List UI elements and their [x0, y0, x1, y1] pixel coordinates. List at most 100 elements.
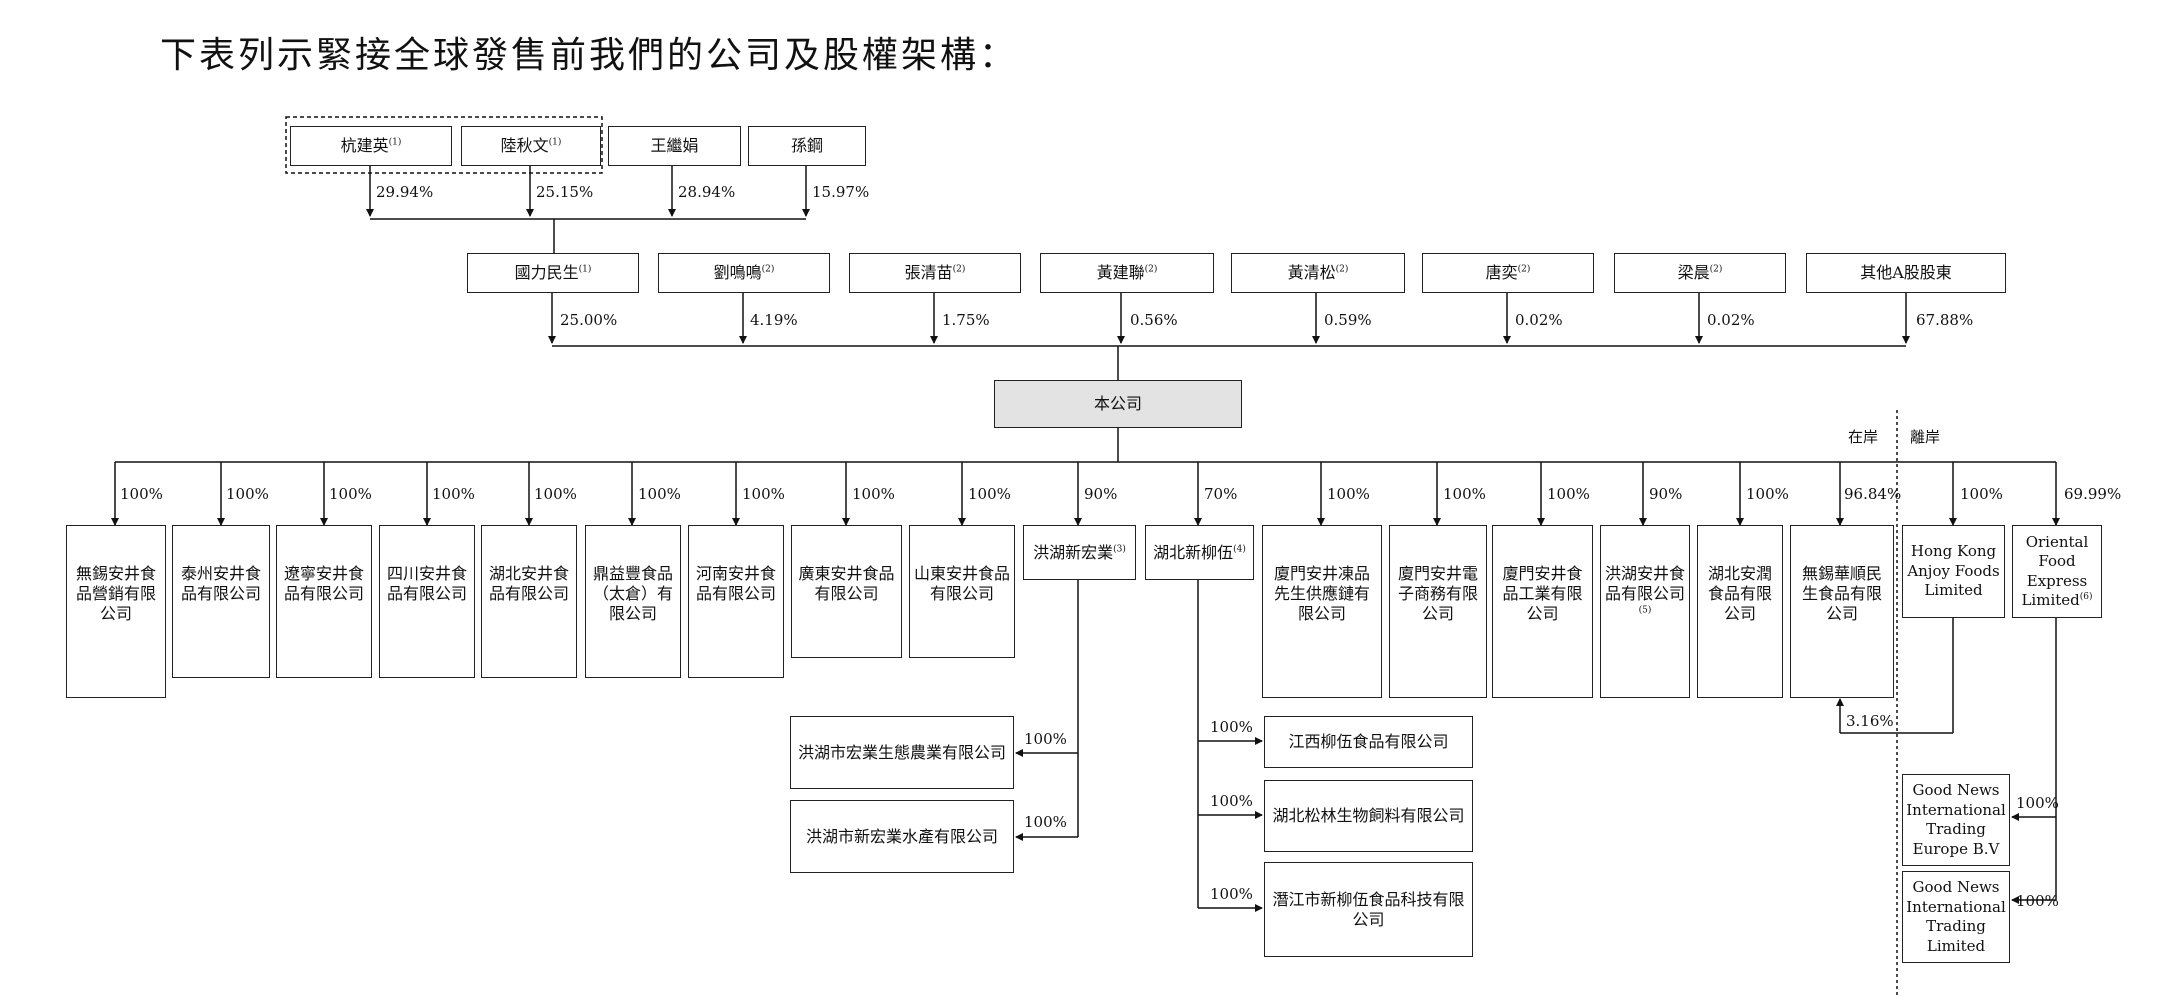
subsidiary-box: 河南安井食品有限公司 [688, 525, 784, 678]
shareholder-pct: 1.75% [942, 311, 990, 329]
founder-pct: 25.15% [536, 183, 594, 201]
subsidiary-box-label: 無錫安井食品營銷有限公司 [75, 564, 156, 623]
founder-pct: 15.97% [812, 183, 870, 201]
subsidiary-box-label: 四川安井食品有限公司 [386, 564, 467, 603]
liuwu-sub-box-label: 江西柳伍食品有限公司 [1288, 732, 1449, 751]
subsidiary-box-label: 湖北新柳伍(4) [1153, 542, 1246, 562]
hongye-sub-pct: 100% [1024, 813, 1067, 831]
founder-box-note: (1) [388, 137, 402, 148]
shareholder-box-label: 其他A股股東 [1860, 263, 1952, 282]
shareholder-pct: 0.56% [1130, 311, 1178, 329]
subsidiary-box: 湖北安井食品有限公司 [481, 525, 577, 678]
subsidiary-box: 遼寧安井食品有限公司 [276, 525, 372, 678]
offshore-label: 離岸 [1910, 428, 1941, 446]
subsidiary-box: 洪湖新宏業(3) [1023, 525, 1136, 580]
subsidiary-box-label: 無錫華順民生食品有限公司 [1801, 564, 1882, 623]
subsidiary-box-label: Hong Kong Anjoy Foods Limited [1907, 542, 2000, 600]
subsidiary-box: 廈門安井凍品先生供應鏈有限公司 [1262, 525, 1382, 698]
subsidiary-box: 無錫華順民生食品有限公司 [1790, 525, 1894, 698]
shareholder-pct: 67.88% [1916, 311, 1974, 329]
subsidiary-box: Hong Kong Anjoy Foods Limited [1902, 525, 2005, 618]
subsidiary-box-note: (3) [1113, 544, 1126, 555]
subsidiary-box-label: 山東安井食品有限公司 [914, 564, 1011, 603]
subsidiary-box: 廈門安井電子商務有限公司 [1389, 525, 1487, 698]
shareholder-pct: 25.00% [560, 311, 618, 329]
onshore-label: 在岸 [1848, 428, 1879, 446]
subsidiary-pct: 100% [1443, 485, 1486, 503]
ofe-sub-box-label: Good News International Trading Europe B… [1906, 781, 2006, 858]
subsidiary-box: 湖北新柳伍(4) [1145, 525, 1254, 580]
subsidiary-pct: 100% [1327, 485, 1370, 503]
page-title: 下表列示緊接全球發售前我們的公司及股權架構： [160, 35, 1019, 76]
liuwu-sub-box: 江西柳伍食品有限公司 [1264, 716, 1473, 768]
subsidiary-pct: 100% [968, 485, 1011, 503]
shareholder-box-label: 國力民生(1) [514, 263, 592, 282]
subsidiary-box-note: (5) [1638, 605, 1652, 616]
subsidiary-box-label: 鼎益豐食品（太倉）有限公司 [592, 564, 673, 623]
subsidiary-box-label: 洪湖新宏業(3) [1033, 542, 1126, 562]
subsidiary-box: 洪湖安井食品有限公司(5) [1600, 525, 1690, 698]
subsidiary-pct: 100% [742, 485, 785, 503]
liuwu-sub-pct: 100% [1210, 792, 1253, 810]
subsidiary-box-note: (4) [1233, 544, 1246, 555]
subsidiary-box-label: Oriental Food Express Limited(6) [2021, 532, 2093, 610]
liuwu-sub-pct: 100% [1210, 718, 1253, 736]
founder-box-label: 孫鋼 [790, 136, 823, 155]
founder-pct: 28.94% [678, 183, 736, 201]
subsidiary-box: 無錫安井食品營銷有限公司 [66, 525, 166, 698]
shareholder-box-note: (2) [1517, 264, 1531, 275]
shareholder-box-note: (2) [1144, 264, 1158, 275]
shareholder-pct: 4.19% [750, 311, 798, 329]
subsidiary-box-label: 廈門安井凍品先生供應鏈有限公司 [1273, 564, 1370, 623]
liuwu-sub-box: 潛江市新柳伍食品科技有限公司 [1264, 862, 1473, 957]
shareholder-box-note: (2) [761, 264, 775, 275]
subsidiary-pct: 100% [638, 485, 681, 503]
shareholder-box-label: 梁晨(2) [1677, 263, 1723, 282]
shareholder-pct: 0.02% [1515, 311, 1563, 329]
shareholder-box-note: (2) [1709, 264, 1723, 275]
subsidiary-box: Oriental Food Express Limited(6) [2012, 525, 2102, 618]
subsidiary-box-label: 廣東安井食品有限公司 [798, 564, 895, 603]
company-box-label: 本公司 [1093, 394, 1142, 413]
subsidiary-box: 山東安井食品有限公司 [909, 525, 1015, 658]
subsidiary-pct: 100% [534, 485, 577, 503]
founder-box-note: (1) [548, 137, 562, 148]
company-box: 本公司 [994, 380, 1242, 428]
subsidiary-pct: 96.84% [1844, 485, 1902, 503]
subsidiary-box-label: 河南安井食品有限公司 [695, 564, 776, 603]
shareholder-box: 國力民生(1) [467, 253, 639, 293]
subsidiary-pct: 100% [329, 485, 372, 503]
hongye-sub-box: 洪湖市新宏業水產有限公司 [790, 800, 1014, 873]
shareholder-box: 黃清松(2) [1231, 253, 1405, 293]
founder-box-label: 陸秋文(1) [500, 136, 562, 155]
liuwu-sub-box-label: 湖北松林生物飼料有限公司 [1272, 806, 1465, 825]
subsidiary-pct: 100% [1960, 485, 2003, 503]
hongye-sub-box: 洪湖市宏業生態農業有限公司 [790, 716, 1014, 789]
founder-box: 孫鋼 [748, 126, 866, 166]
subsidiary-box: 湖北安潤食品有限公司 [1697, 525, 1783, 698]
subsidiary-box: 廈門安井食品工業有限公司 [1492, 525, 1593, 698]
subsidiary-box-label: 湖北安潤食品有限公司 [1707, 564, 1772, 623]
shareholder-box: 劉鳴鳴(2) [658, 253, 830, 293]
subsidiary-box: 廣東安井食品有限公司 [791, 525, 902, 658]
shareholder-box-note: (2) [1335, 264, 1349, 275]
subsidiary-box: 泰州安井食品有限公司 [172, 525, 270, 678]
shareholder-box-label: 唐奕(2) [1485, 263, 1531, 282]
shareholder-box-note: (2) [952, 264, 966, 275]
subsidiary-pct: 90% [1649, 485, 1683, 503]
founder-box: 杭建英(1) [290, 126, 452, 166]
subsidiary-pct: 70% [1204, 485, 1238, 503]
shareholder-box: 張清苗(2) [849, 253, 1021, 293]
subsidiary-pct: 100% [1746, 485, 1789, 503]
founder-box: 陸秋文(1) [461, 126, 601, 166]
subsidiary-pct: 69.99% [2064, 485, 2122, 503]
liuwu-sub-box-label: 潛江市新柳伍食品科技有限公司 [1272, 889, 1465, 929]
ofe-sub-box: Good News International Trading Limited [1902, 871, 2010, 963]
shareholder-box-label: 劉鳴鳴(2) [713, 263, 775, 282]
founder-box-label: 王繼娟 [650, 136, 699, 155]
liuwu-sub-pct: 100% [1210, 885, 1253, 903]
subsidiary-box-label: 遼寧安井食品有限公司 [283, 564, 364, 603]
shareholder-box-label: 張清苗(2) [904, 263, 966, 282]
shareholder-box-note: (1) [578, 264, 592, 275]
